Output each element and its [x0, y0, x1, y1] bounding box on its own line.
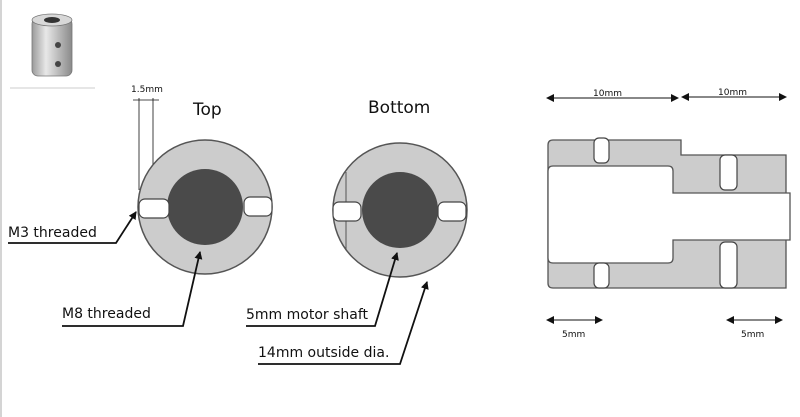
dim-length-right-label: 10mm [718, 88, 747, 98]
bottom-view-title: Bottom [368, 98, 430, 118]
callout-m3-label: M3 threaded [8, 225, 97, 241]
callout-shaft-label: 5mm motor shaft [246, 307, 369, 323]
side-section-view [547, 137, 791, 289]
dim-length-left: 10mm [546, 89, 679, 102]
dim-slot-right: 5mm [726, 316, 783, 340]
side-slot-2 [593, 262, 610, 289]
dim-length-left-label: 10mm [593, 89, 622, 99]
side-slot-3 [719, 154, 738, 191]
bottom-set-screw-right [437, 201, 467, 222]
top-set-screw-left [138, 198, 170, 219]
dim-slot-right-label: 5mm [741, 330, 764, 340]
bottom-set-screw-left [332, 201, 362, 222]
top-set-screw-right [243, 196, 273, 217]
callout-m8: M8 threaded [62, 251, 203, 327]
dim-length-right: 10mm [681, 88, 787, 101]
top-view [137, 139, 273, 275]
callout-m3: M3 threaded [8, 211, 137, 244]
callout-m8-label: M8 threaded [62, 306, 151, 322]
top-view-title: Top [192, 100, 222, 120]
side-slot-4 [719, 241, 738, 289]
callout-outside-label: 14mm outside dia. [258, 345, 389, 361]
top-bore [167, 169, 243, 245]
gap-dimension: 1.5mm [131, 85, 163, 250]
dim-slot-left-label: 5mm [562, 330, 585, 340]
side-slot-1 [593, 137, 610, 164]
coupler-photo-icon [10, 13, 95, 89]
gap-dimension-label: 1.5mm [131, 85, 163, 95]
bottom-bore [362, 172, 438, 248]
callout-outside: 14mm outside dia. [258, 281, 429, 365]
callout-shaft: 5mm motor shaft [246, 252, 399, 327]
dim-slot-left: 5mm [546, 316, 603, 340]
bottom-view [332, 142, 468, 278]
side-section-bore [547, 165, 791, 264]
